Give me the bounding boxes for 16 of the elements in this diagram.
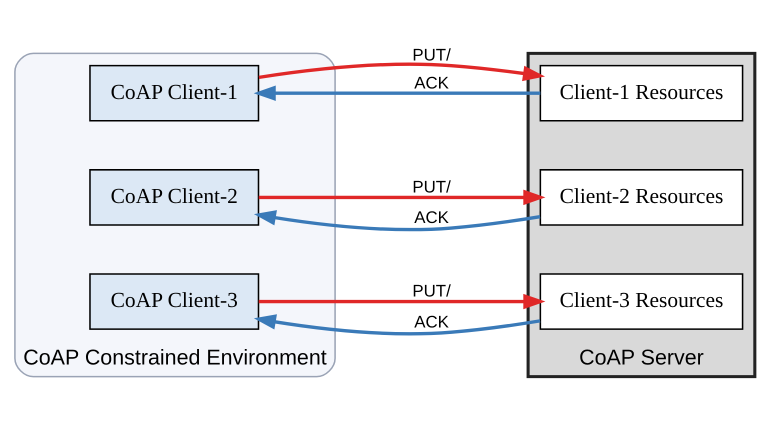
arrow <box>254 85 540 101</box>
node-box: CoAP Client-1 <box>89 64 260 122</box>
arrow <box>258 190 546 206</box>
edge-label: ACK <box>414 73 449 92</box>
node-box: CoAP Client-3 <box>89 273 260 330</box>
arrow <box>258 62 546 82</box>
edge-label: ACK <box>414 312 449 332</box>
edge-label: PUT/ <box>412 282 451 301</box>
edge-label: ACK <box>414 208 449 228</box>
edge-label: PUT/ <box>412 177 451 196</box>
node-box: CoAP Client-2 <box>89 169 260 226</box>
node-box: Client-2 Resources <box>540 169 744 226</box>
edge-label: PUT/ <box>412 46 451 65</box>
node-box: Client-3 Resources <box>540 273 744 330</box>
arrow <box>258 294 546 310</box>
node-box: Client-1 Resources <box>540 64 744 122</box>
